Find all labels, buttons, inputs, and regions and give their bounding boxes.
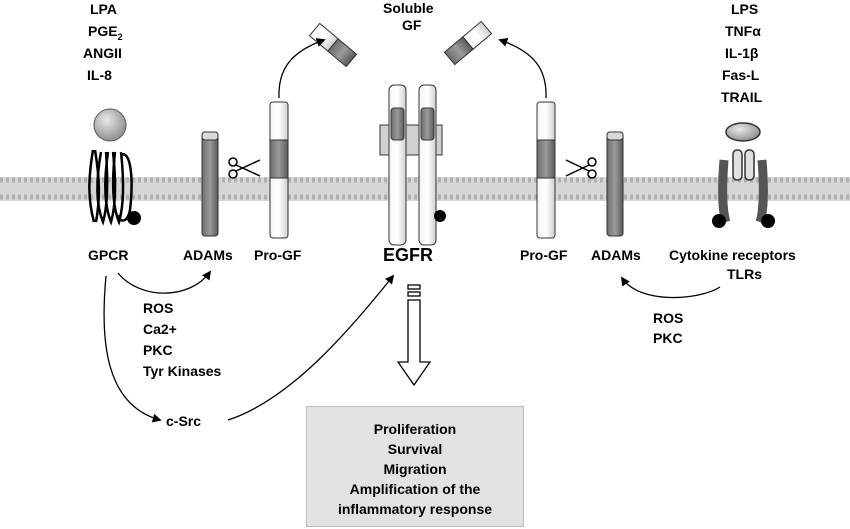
ligand-fasl: Fas-L xyxy=(722,67,760,83)
label-csrc: c-Src xyxy=(166,413,202,429)
label-progf-left: Pro-GF xyxy=(254,247,302,263)
gpcr-ligand-ball xyxy=(93,108,127,142)
arrow-cytokine-to-adams xyxy=(620,276,721,299)
label-adams-left: ADAMs xyxy=(183,247,233,263)
label-progf-right: Pro-GF xyxy=(520,247,568,263)
ligand-angii: ANGII xyxy=(83,45,122,61)
outcome-inflammatory-response: inflammatory response xyxy=(337,501,493,517)
ligand-lps: LPS xyxy=(731,1,759,17)
mediator-left-ca2: Ca2+ xyxy=(143,321,177,337)
soluble-gf-right-fragment xyxy=(443,20,493,66)
arrow-gpcr-to-csrc xyxy=(103,275,162,423)
ligand-lpa: LPA xyxy=(90,1,117,17)
soluble-gf-line1: Soluble xyxy=(383,0,434,16)
progf-left-protein xyxy=(269,101,289,239)
ligand-il1b: IL-1β xyxy=(725,45,759,61)
cytokine-anchor-left-dot xyxy=(712,214,726,228)
gpcr-anchor-dot xyxy=(127,211,141,225)
outcome-amplification: Amplification of the xyxy=(349,481,481,497)
mediator-right-ros: ROS xyxy=(653,310,684,326)
scissors-left-icon xyxy=(228,157,261,179)
outcome-survival: Survival xyxy=(387,441,443,457)
adams-right-protein xyxy=(606,131,624,237)
adams-left-protein xyxy=(201,131,219,237)
arrow-csrc-to-egfr xyxy=(227,274,395,421)
ligand-trail: TRAIL xyxy=(721,89,763,105)
egfr-signal-arrow xyxy=(396,284,432,387)
ligand-tnfa: TNFα xyxy=(725,23,761,39)
soluble-gf-line2: GF xyxy=(402,17,422,33)
cytokine-receptor xyxy=(718,122,768,224)
arrow-gpcr-to-adams xyxy=(117,270,212,294)
ligand-il8: IL-8 xyxy=(87,67,112,83)
label-gpcr: GPCR xyxy=(88,247,129,263)
arrow-progf-left-to-soluble xyxy=(278,38,326,99)
ligand-pge2-text: PGE xyxy=(88,23,118,39)
gpcr-receptor xyxy=(88,149,133,226)
outcome-migration: Migration xyxy=(383,461,447,477)
mediator-left-ros: ROS xyxy=(143,300,174,316)
mediator-left-tyr-kinases: Tyr Kinases xyxy=(143,363,222,379)
soluble-gf-left-fragment xyxy=(308,22,358,68)
progf-right-protein xyxy=(536,101,556,239)
ligand-pge2: PGE2 xyxy=(88,23,123,46)
scissors-right-icon xyxy=(565,157,597,179)
outcome-proliferation: Proliferation xyxy=(373,421,457,437)
label-cytokine-receptors: Cytokine receptors xyxy=(669,247,796,263)
mediator-left-pkc: PKC xyxy=(143,342,173,358)
egfr-receptor xyxy=(379,84,443,246)
mediator-right-pkc: PKC xyxy=(653,330,683,346)
label-egfr: EGFR xyxy=(383,245,434,265)
cytokine-anchor-right-dot xyxy=(761,214,775,228)
egfr-anchor-dot xyxy=(434,210,446,222)
outcomes-box xyxy=(306,406,524,527)
ligand-pge2-subscript: 2 xyxy=(117,31,123,42)
label-tlrs: TLRs xyxy=(727,266,762,282)
label-adams-right: ADAMs xyxy=(591,247,641,263)
arrow-progf-right-to-soluble xyxy=(498,38,547,99)
